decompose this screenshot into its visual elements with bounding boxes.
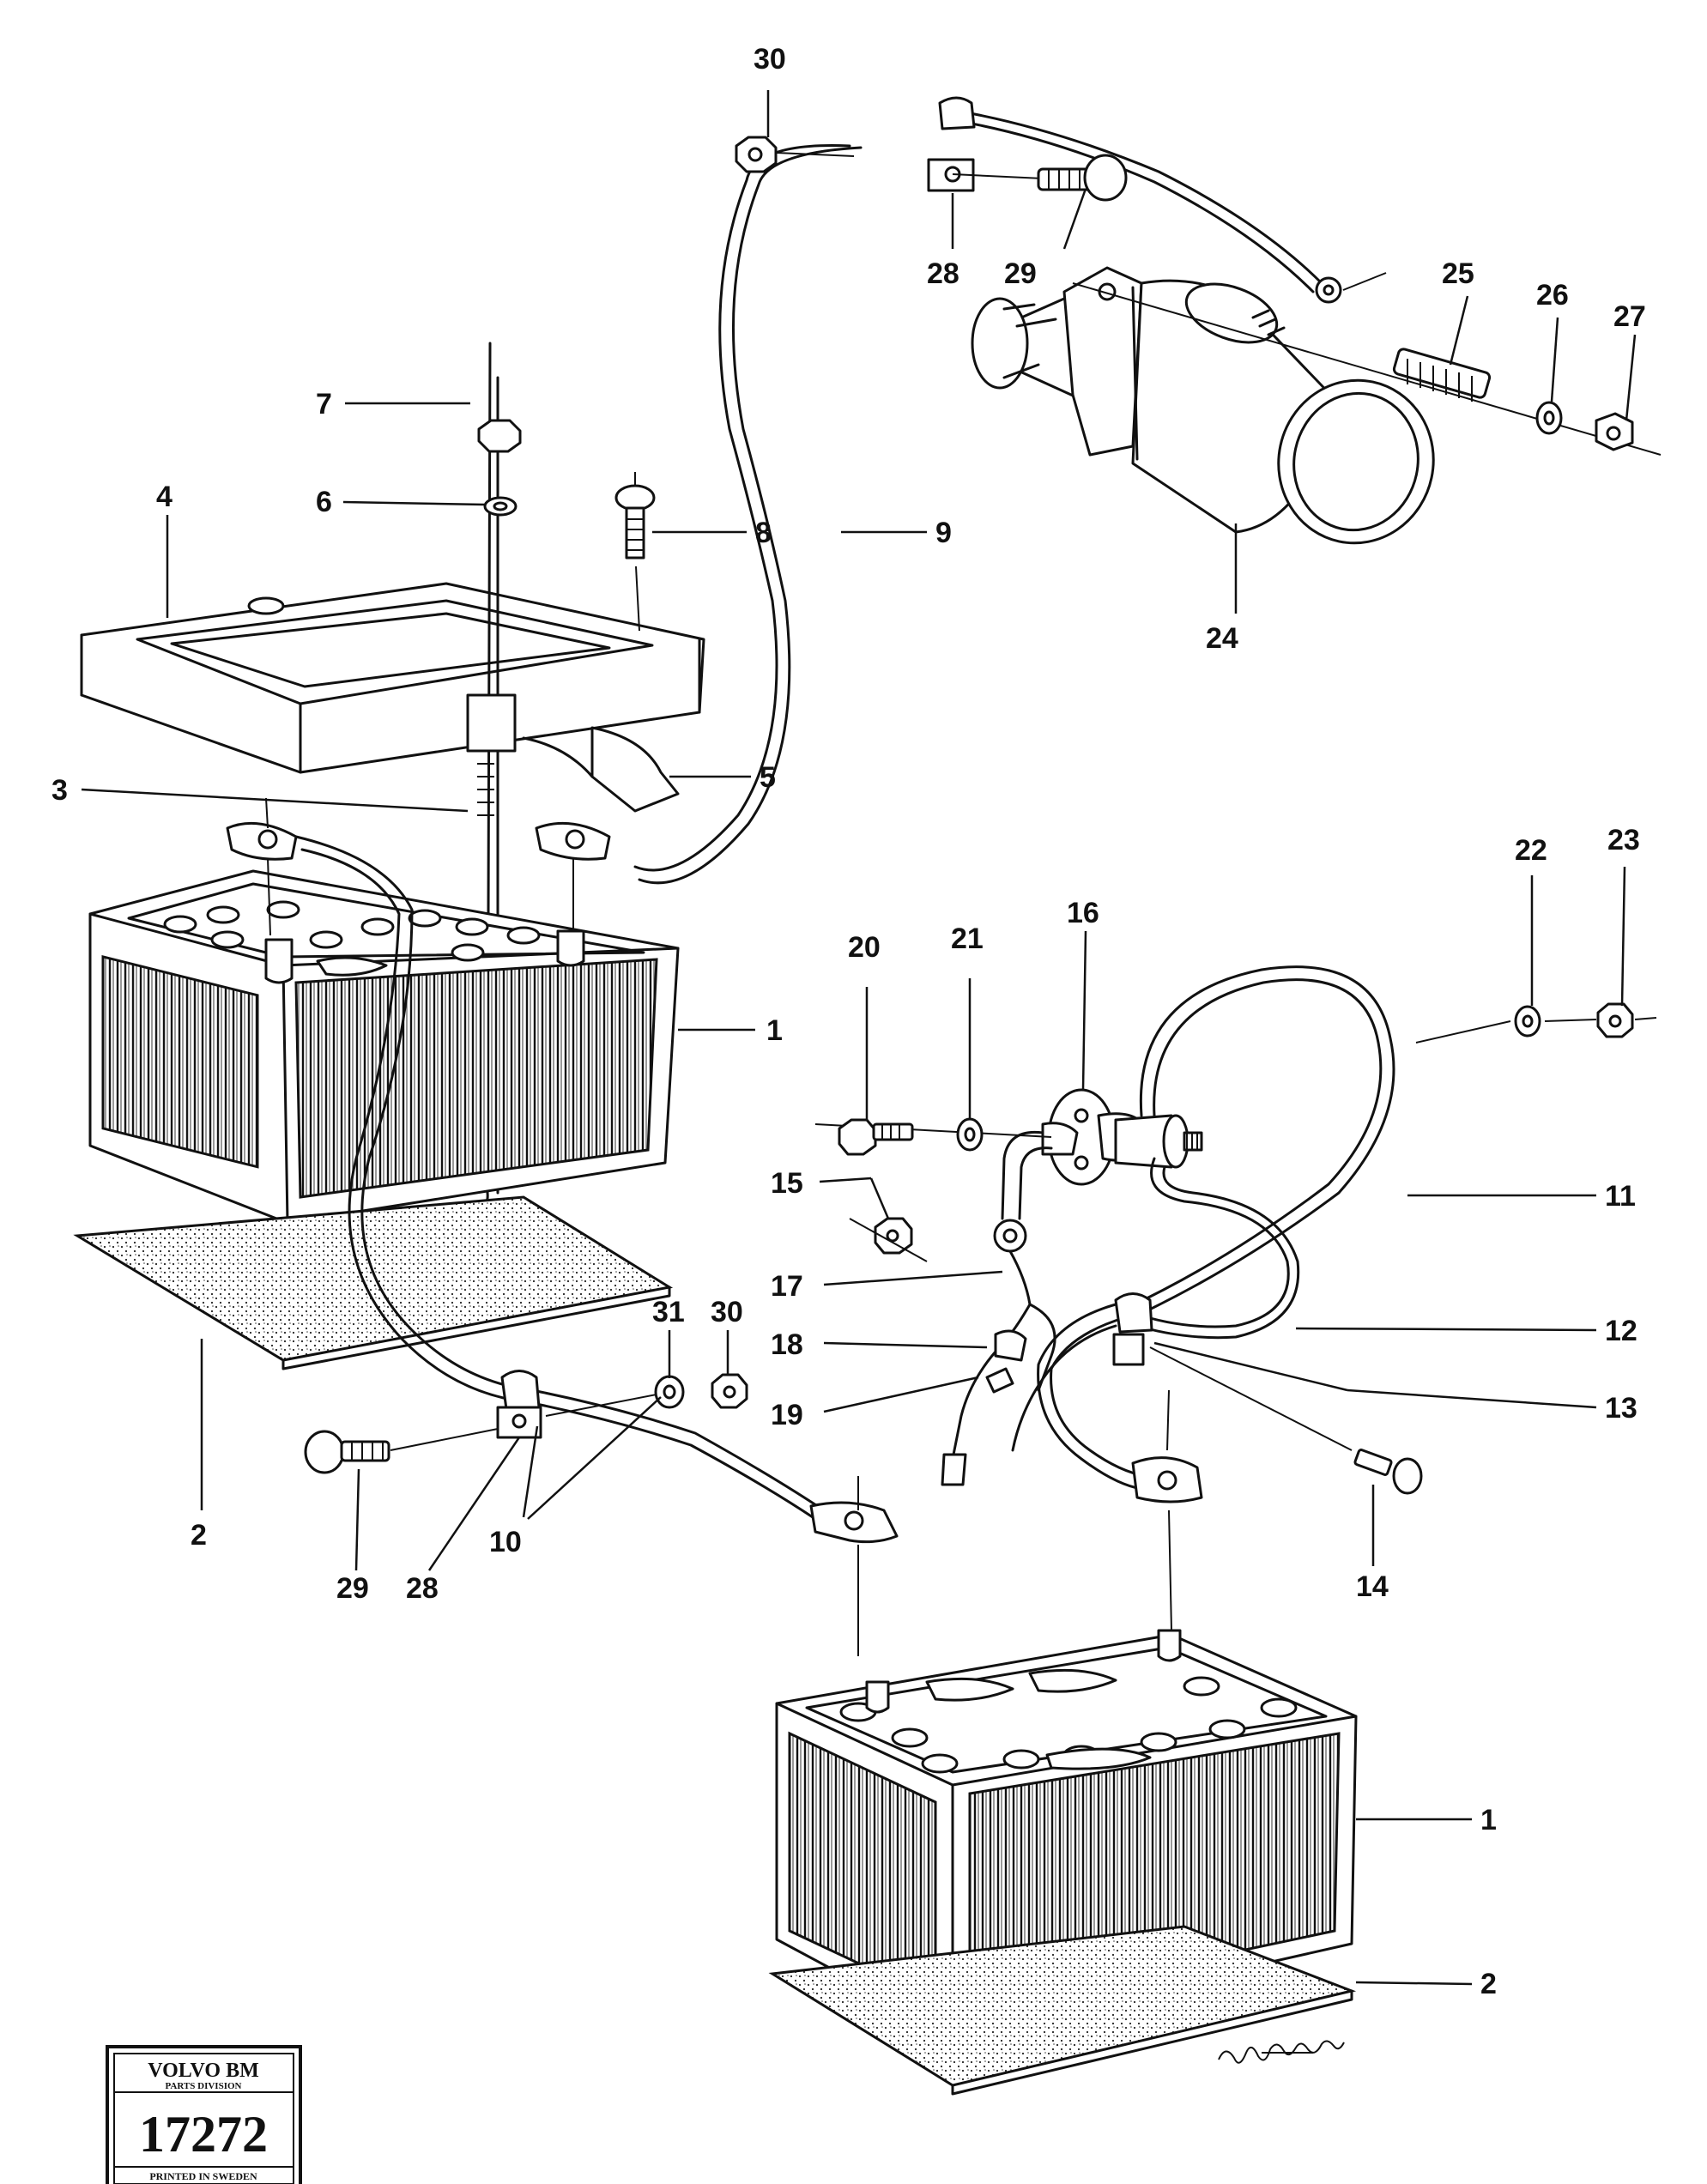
screw-20-washer-21 [814,1117,1052,1156]
callout-23: 23 [1607,824,1640,856]
stamp-division: PARTS DIVISION [166,2081,242,2091]
callout-20: 20 [848,931,881,964]
nut-7 [477,419,522,453]
starter-motor [971,266,1435,545]
nut-15 [849,1217,928,1262]
callouts: 30 28 29 25 26 27 24 7 6 8 9 4 5 3 1 2 2… [51,43,1646,2000]
callout-19: 19 [771,1399,803,1431]
callout-22: 22 [1515,834,1547,867]
callout-14: 14 [1356,1570,1389,1603]
base-pad-bottom-right [768,1925,1357,2096]
callout-18: 18 [771,1328,803,1361]
washer-22 [1514,1005,1541,1038]
callout-12: 12 [1605,1315,1637,1347]
callout-6: 6 [316,486,332,518]
callout-7: 7 [316,388,332,420]
callout-31: 31 [652,1296,685,1328]
bolt-29-top [952,154,1128,202]
battery-cable-10 [294,835,899,1656]
cable-11 [1118,965,1511,1323]
volvo-bm-parts-stamp: VOLVO BM PARTS DIVISION 17272 PRINTED IN… [106,2045,302,2184]
callout-3: 3 [51,774,68,807]
starter-fasteners [1072,282,1662,456]
bolt-29-left [304,1428,499,1474]
callout-2-top: 2 [191,1519,207,1552]
callout-1-bottom: 1 [1480,1804,1497,1836]
washer-6 [483,496,518,517]
callout-15: 15 [771,1167,803,1200]
ground-cable [1037,1292,1203,1631]
callout-13: 13 [1605,1392,1637,1425]
callout-5: 5 [760,761,776,794]
nut-23 [1544,1002,1657,1038]
callout-21: 21 [951,923,984,955]
bracket-hook-5 [522,726,680,813]
callout-28-top: 28 [927,257,959,290]
callout-26: 26 [1536,279,1569,312]
leader-lines [81,90,1637,1986]
callout-9: 9 [935,517,952,549]
callout-25: 25 [1442,257,1474,290]
callout-16: 16 [1067,897,1099,929]
artist-signature [1218,2040,1345,2064]
stamp-printed: PRINTED IN SWEDEN [149,2170,257,2182]
callout-30-left: 30 [711,1296,743,1328]
screw-14 [1149,1346,1423,1495]
battery-bracket-frame [80,582,705,774]
callout-30-top: 30 [754,43,786,76]
cable-12 [1129,1157,1300,1340]
washer-31 [654,1375,685,1409]
battery-switch-16 [993,1088,1203,1253]
callout-24: 24 [1206,622,1238,655]
callout-8: 8 [755,517,772,549]
callout-29-left: 29 [336,1572,369,1605]
callout-17: 17 [771,1270,803,1303]
callout-2-bottom: 2 [1480,1968,1497,2000]
terminal-clamp-left [226,797,298,936]
terminal-clamp-right [535,821,611,931]
callout-1-top: 1 [766,1014,783,1047]
callout-4: 4 [156,481,173,513]
stamp-number: 17272 [139,2106,268,2163]
stamp-brand: VOLVO BM [148,2060,259,2082]
callout-29-top: 29 [1004,257,1037,290]
callout-28-left: 28 [406,1572,439,1605]
callout-11: 11 [1605,1180,1636,1213]
base-pad-top-left [73,1195,674,1370]
wire-harness-17-19 [941,1249,1117,1486]
bolt-8 [614,472,656,632]
nut-30-top [735,136,855,173]
callout-27: 27 [1613,300,1646,333]
battery-cable-9 [633,96,1387,885]
callout-10: 10 [489,1526,522,1558]
